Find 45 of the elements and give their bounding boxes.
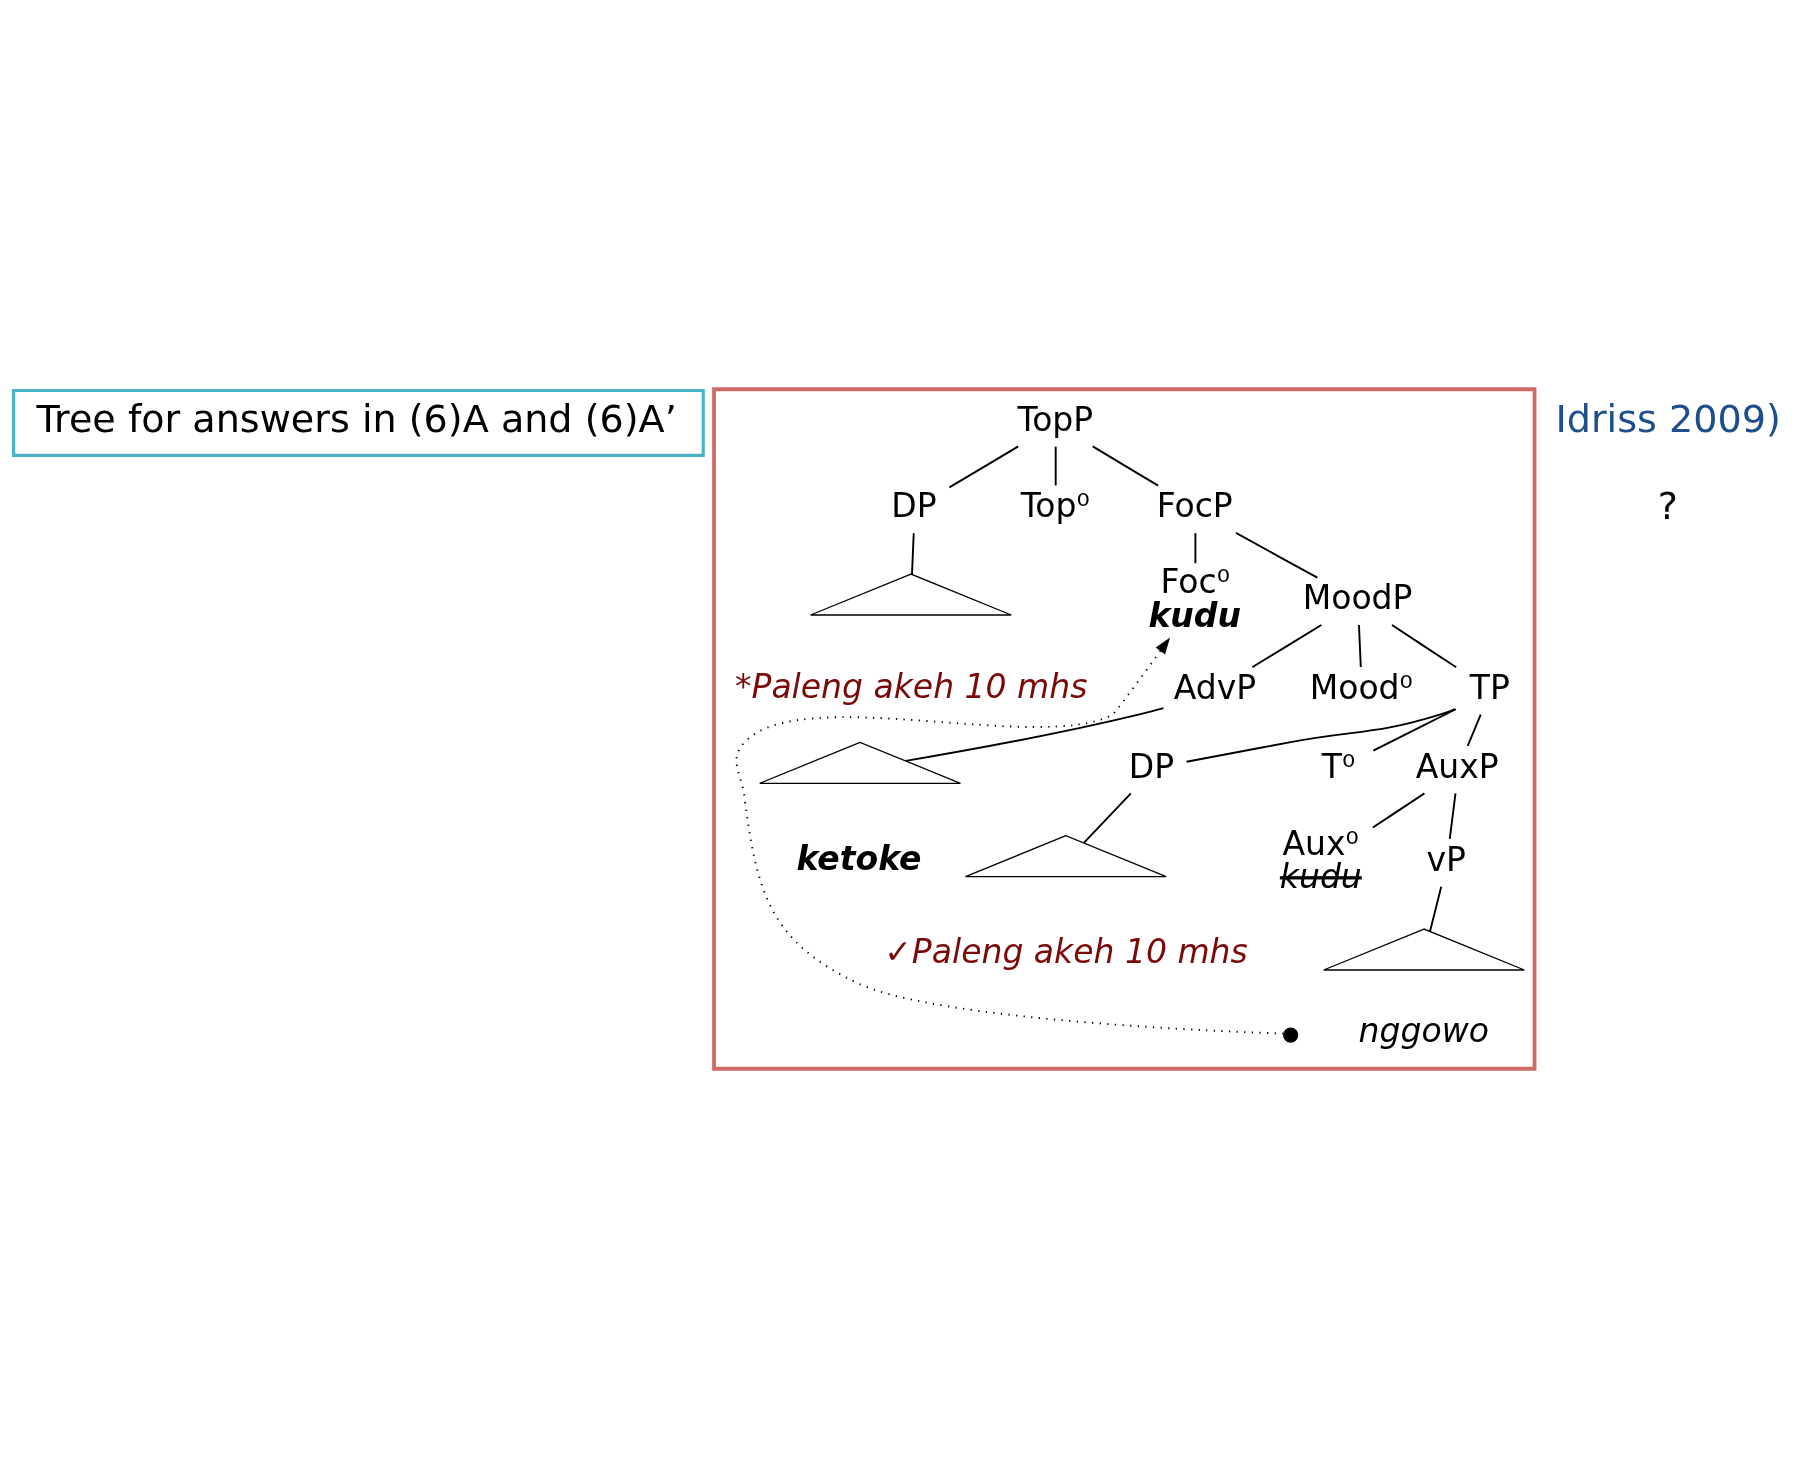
node-text: vP — [1426, 839, 1467, 879]
connector — [1371, 791, 1426, 828]
node-text: DP — [891, 485, 937, 525]
connector — [1235, 531, 1319, 579]
node-label: nggowo — [1358, 1010, 1489, 1050]
node-triangle — [1323, 927, 1525, 971]
connector — [1466, 713, 1482, 747]
cluster — [712, 386, 1537, 1071]
connector — [1194, 531, 1197, 564]
node-triangle — [964, 834, 1167, 877]
label: ? — [1657, 483, 1678, 528]
node-text: AuxP — [1415, 746, 1499, 786]
connector — [1391, 623, 1458, 668]
node-label: ketoke — [796, 838, 922, 878]
label: Idriss 2009) — [1555, 396, 1781, 441]
node-text: FocP — [1156, 485, 1233, 525]
connector — [948, 444, 1020, 488]
connector — [1358, 623, 1362, 668]
node-text: TopP — [1017, 399, 1094, 439]
node-circle — [1283, 1026, 1299, 1043]
node-text: DP — [1128, 746, 1175, 786]
node-text: Aux⁰ kudu — [1279, 823, 1362, 896]
node-text: MoodP — [1302, 577, 1413, 617]
node-text: AdvP — [1173, 667, 1257, 707]
arrow — [735, 637, 1285, 1035]
connector — [1091, 444, 1160, 487]
connector — [1429, 885, 1443, 932]
connector — [1251, 623, 1323, 668]
node-triangle — [809, 572, 1012, 616]
connector — [1185, 707, 1457, 763]
node-label: *Paleng akeh 10 mhs — [734, 666, 1088, 706]
connector — [1083, 791, 1132, 844]
connector — [1372, 707, 1457, 752]
node-text: T⁰ — [1321, 746, 1356, 786]
connector — [904, 706, 1165, 762]
connector — [1054, 445, 1057, 486]
node-text: Top⁰ — [1020, 485, 1090, 525]
node-triangle — [759, 741, 962, 784]
node-box: Tree for answers in (6)A and (6)A’ — [11, 388, 705, 457]
connector — [911, 531, 915, 575]
connector — [1448, 791, 1457, 840]
node-text: TP — [1469, 667, 1510, 707]
node-text: Mood⁰ — [1309, 667, 1413, 707]
node-label: ✓Paleng akeh 10 mhs — [884, 931, 1248, 971]
node-text: Foc⁰ kudu — [1148, 561, 1242, 634]
